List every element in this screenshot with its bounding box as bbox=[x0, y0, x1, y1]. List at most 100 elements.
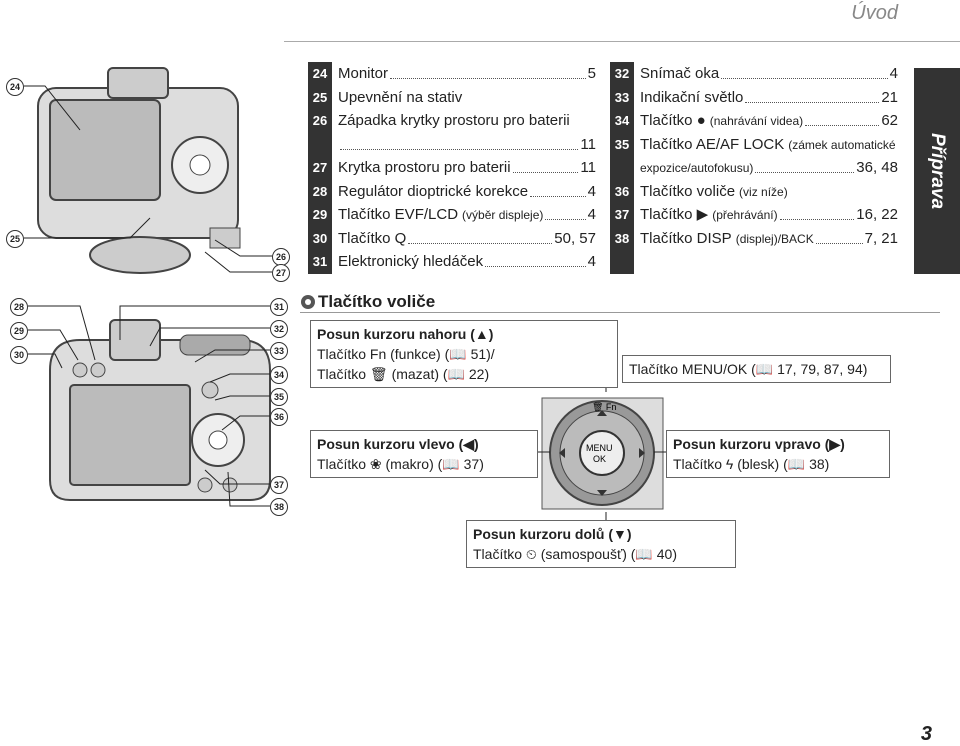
list-item-label-text: Upevnění na stativ bbox=[338, 88, 463, 106]
callout-number: 29 bbox=[10, 322, 28, 340]
callout-number: 37 bbox=[270, 476, 288, 494]
list-item-label-text: Tlačítko EVF/LCD bbox=[338, 206, 459, 223]
callout-left-title: Posun kurzoru vlevo (◀) bbox=[317, 436, 479, 452]
callout-number: 32 bbox=[270, 320, 288, 338]
list-item-label: Tlačítko AE/AF LOCK(zámek automatické bbox=[640, 133, 896, 157]
list-item-sublabel: expozice/autofokusu) bbox=[640, 161, 754, 175]
dot-leader bbox=[408, 228, 552, 244]
list-item-sublabel: (viz níže) bbox=[739, 184, 788, 199]
chapter-tab: Příprava bbox=[914, 68, 960, 274]
list-item-label-text: Monitor bbox=[338, 65, 389, 82]
list-item-label: Tlačítko ▶(přehrávání) bbox=[640, 203, 778, 227]
camera-back-top-illustration bbox=[37, 67, 241, 274]
list-item-label: Tlačítko voliče(viz níže) bbox=[640, 180, 788, 204]
list-item-number: 32 bbox=[614, 66, 630, 81]
callout-number: 36 bbox=[270, 408, 288, 426]
list-item: 36 Tlačítko voliče(viz níže) bbox=[610, 180, 898, 203]
list-item-label-text: Elektronický hledáček bbox=[338, 253, 484, 270]
callout-right-title: Posun kurzoru vpravo (▶) bbox=[673, 436, 845, 452]
section-rule bbox=[300, 312, 940, 313]
header-rule bbox=[284, 41, 960, 42]
list-item-label-text: Tlačítko Q bbox=[338, 229, 407, 247]
list-item-label: Regulátor dioptrické korekce bbox=[338, 180, 528, 203]
dot-leader bbox=[513, 157, 578, 173]
dial-icon bbox=[300, 294, 315, 309]
callout-up-line2: Tlačítko Fn (funkce) (📖 51)/ bbox=[317, 346, 495, 362]
list-item-label: Tlačítko ●(nahrávání videa) bbox=[640, 109, 803, 133]
callout-number: 33 bbox=[270, 342, 288, 360]
page-number: 3 bbox=[920, 723, 932, 745]
callout-number: 38 bbox=[270, 498, 288, 516]
callout-number: 34 bbox=[270, 366, 288, 384]
callout-down: Posun kurzoru dolů (▼) Tlačítko ⏲ (samos… bbox=[466, 520, 736, 568]
dot-leader bbox=[545, 204, 586, 220]
list-item-label: Krytka prostoru pro baterii bbox=[338, 156, 511, 179]
callout-up: Posun kurzoru nahoru (▲) Tlačítko Fn (fu… bbox=[310, 320, 618, 388]
dot-leader bbox=[755, 157, 854, 173]
list-item-number: 25 bbox=[312, 89, 328, 105]
callout-left: Posun kurzoru vlevo (◀) Tlačítko ❀ (makr… bbox=[310, 430, 538, 478]
dot-leader bbox=[485, 251, 586, 267]
list-number-column bbox=[308, 62, 332, 274]
dot-leader bbox=[816, 228, 863, 244]
list-item-number: 31 bbox=[312, 254, 328, 269]
callout-number: 24 bbox=[6, 78, 24, 96]
list-item-page: 11 bbox=[580, 159, 596, 176]
list-item-label: Upevnění na stativ bbox=[338, 86, 462, 109]
list-item-label-text: Regulátor dioptrické korekce bbox=[338, 182, 529, 200]
list-item-label: Snímač oka bbox=[640, 62, 719, 85]
list-item-number: 26 bbox=[312, 113, 328, 128]
list-item-label-text: Tlačítko voliče bbox=[640, 182, 736, 200]
list-item: 11 bbox=[308, 133, 596, 156]
list-item-number: 38 bbox=[614, 230, 630, 246]
dot-leader bbox=[390, 63, 586, 79]
list-item: 26 Západka krytky prostoru pro baterii bbox=[308, 109, 596, 132]
selector-dial-diagram: MENU OK 🗑 Fn bbox=[541, 397, 664, 510]
list-item-label: Tlačítko DISP(displej)/BACK bbox=[640, 227, 814, 251]
list-item-label-text: Tlačítko DISP bbox=[640, 229, 732, 247]
callout-right: Posun kurzoru vpravo (▶) Tlačítko ϟ (ble… bbox=[666, 430, 890, 478]
list-item-label: Indikační světlo bbox=[640, 86, 743, 109]
list-item-number: 35 bbox=[614, 136, 630, 152]
list-item-label-text: Snímač oka bbox=[640, 65, 720, 82]
list-item-page: 4 bbox=[587, 206, 596, 223]
list-item-page: 50, 57 bbox=[554, 229, 596, 247]
list-item-number: 33 bbox=[614, 89, 630, 105]
list-item-number: 28 bbox=[312, 183, 328, 199]
list-item-label: Tlačítko EVF/LCD(výběr displeje) bbox=[338, 203, 543, 227]
callout-number: 30 bbox=[10, 346, 28, 364]
list-item-page: 16, 22 bbox=[856, 206, 898, 223]
list-item-label: Tlačítko Q bbox=[338, 227, 406, 250]
list-item: 25 Upevnění na stativ bbox=[308, 86, 596, 109]
callout-number: 27 bbox=[272, 264, 290, 282]
callout-up-line3: Tlačítko 🗑 (mazat) (📖 22) bbox=[317, 366, 490, 382]
list-item-number: 30 bbox=[312, 230, 328, 246]
list-item-label: Monitor bbox=[338, 62, 388, 85]
list-item-label: Elektronický hledáček bbox=[338, 250, 483, 273]
list-item-page: 4 bbox=[587, 182, 596, 200]
callout-down-line2: Tlačítko ⏲ (samospoušť) (📖 40) bbox=[473, 546, 677, 562]
list-item-number: 27 bbox=[312, 160, 328, 175]
list-number-column bbox=[610, 62, 634, 274]
list-item-page: 4 bbox=[889, 65, 898, 82]
section-title: Tlačítko voliče bbox=[318, 292, 436, 311]
list-item-number: 36 bbox=[614, 183, 630, 199]
list-item: 28 Regulátor dioptrické korekce 4 bbox=[308, 180, 596, 203]
dot-leader bbox=[530, 181, 586, 197]
leader-lines-top bbox=[24, 85, 272, 273]
list-item-label-text: Krytka prostoru pro baterii bbox=[338, 159, 511, 176]
list-item-sublabel: (nahrávání videa) bbox=[709, 114, 804, 128]
callout-up-title: Posun kurzoru nahoru (▲) bbox=[317, 326, 494, 342]
leader-lines-bottom bbox=[28, 305, 270, 507]
list-item-label-text: Západka krytky prostoru pro baterii bbox=[338, 112, 570, 129]
callout-down-title: Posun kurzoru dolů (▼) bbox=[473, 526, 632, 542]
list-item-label-text: Tlačítko ▶ bbox=[640, 206, 709, 223]
callout-number: 35 bbox=[270, 388, 288, 406]
list-item-page: 11 bbox=[580, 135, 596, 153]
